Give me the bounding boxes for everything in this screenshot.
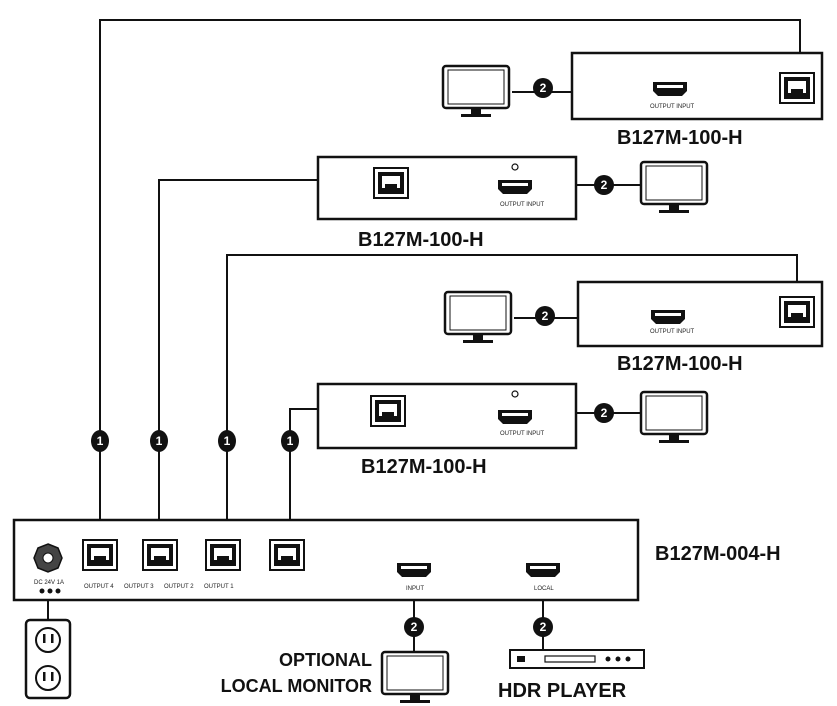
local-monitor-icon bbox=[380, 650, 450, 705]
svg-text:2: 2 bbox=[540, 81, 547, 95]
receiver-top-port-label: OUTPUT INPUT bbox=[650, 104, 695, 110]
local-port-label: LOCAL bbox=[534, 586, 554, 592]
local-hdmi-port bbox=[526, 563, 560, 577]
receiver-top-rj45-port bbox=[779, 72, 815, 104]
hdmi-cable-badge-icon: 2 bbox=[533, 78, 553, 98]
power-jack-icon bbox=[33, 543, 63, 573]
local-monitor-label: LOCAL MONITOR bbox=[221, 676, 372, 696]
output-1-port bbox=[269, 539, 305, 571]
receiver-3-hdmi-port bbox=[651, 310, 685, 324]
output-4-label: OUTPUT 4 bbox=[84, 584, 114, 590]
svg-text:2: 2 bbox=[540, 620, 547, 634]
receiver-4-port-label: OUTPUT INPUT bbox=[500, 431, 545, 437]
cat-cable-badge-icon: 1 bbox=[91, 430, 109, 452]
receiver-top: OUTPUT INPUT bbox=[570, 51, 824, 121]
svg-text:2: 2 bbox=[601, 178, 608, 192]
cable-output-4 bbox=[99, 19, 801, 528]
receiver-4: OUTPUT INPUT bbox=[316, 382, 578, 450]
output-4-port bbox=[82, 539, 118, 571]
cat-cable-badge-icon: 1 bbox=[218, 430, 236, 452]
receiver-top-hdmi-port bbox=[653, 82, 687, 96]
cable-output-3 bbox=[158, 179, 388, 528]
svg-text:2: 2 bbox=[601, 406, 608, 420]
cable-output-2 bbox=[226, 254, 798, 528]
receiver-3-label: B127M-100-H bbox=[617, 353, 743, 375]
transmitter-label: B127M-004-H bbox=[655, 543, 781, 565]
hdmi-cable-badge-icon: 2 bbox=[594, 403, 614, 423]
output-2-port bbox=[205, 539, 241, 571]
receiver-2-led-icon bbox=[511, 163, 519, 171]
receiver-4-label: B127M-100-H bbox=[361, 456, 487, 478]
input-port-label: INPUT bbox=[406, 586, 424, 592]
receiver-4-hdmi-port bbox=[498, 410, 532, 424]
receiver-3-port-label: OUTPUT INPUT bbox=[650, 329, 695, 335]
receiver-2-label: B127M-100-H bbox=[358, 229, 484, 251]
receiver-top-label: B127M-100-H bbox=[617, 127, 743, 149]
output-1-label: OUTPUT 1 bbox=[204, 584, 234, 590]
hdmi-cable-badge-icon: 2 bbox=[533, 617, 553, 637]
receiver-3-rj45-port bbox=[779, 296, 815, 328]
input-hdmi-port bbox=[397, 563, 431, 577]
receiver-4-led-icon bbox=[511, 390, 519, 398]
output-3-port bbox=[142, 539, 178, 571]
svg-text:2: 2 bbox=[411, 620, 418, 634]
receiver-2-port-label: OUTPUT INPUT bbox=[500, 202, 545, 208]
power-outlet-icon bbox=[24, 618, 72, 700]
svg-text:1: 1 bbox=[287, 434, 294, 448]
power-port-label: DC 24V 1A bbox=[34, 580, 64, 586]
svg-text:1: 1 bbox=[156, 434, 163, 448]
receiver-2: OUTPUT INPUT bbox=[316, 155, 578, 221]
monitor-2-icon bbox=[639, 160, 709, 215]
output-2-label: OUTPUT 2 bbox=[164, 584, 194, 590]
power-pins-icon bbox=[39, 588, 61, 594]
monitor-top-icon bbox=[441, 64, 511, 119]
receiver-4-rj45-port bbox=[370, 395, 406, 427]
cat-cable-badge-icon: 1 bbox=[281, 430, 299, 452]
receiver-2-hdmi-port bbox=[498, 180, 532, 194]
monitor-4-icon bbox=[639, 390, 709, 445]
output-3-label: OUTPUT 3 bbox=[124, 584, 154, 590]
hdr-player-label: HDR PLAYER bbox=[498, 680, 627, 702]
receiver-2-rj45-port bbox=[373, 167, 409, 199]
svg-text:2: 2 bbox=[542, 309, 549, 323]
monitor-3-icon bbox=[443, 290, 513, 345]
hdr-player-icon bbox=[509, 649, 645, 669]
transmitter: DC 24V 1A OUTPUT 4 OUTPUT 3 OUTPUT 2 OUT… bbox=[12, 518, 640, 602]
svg-text:1: 1 bbox=[97, 434, 104, 448]
optional-label: OPTIONAL bbox=[279, 650, 372, 670]
hdmi-cable-badge-icon: 2 bbox=[535, 306, 555, 326]
hdmi-cable-badge-icon: 2 bbox=[594, 175, 614, 195]
receiver-3: OUTPUT INPUT bbox=[576, 280, 824, 348]
cat-cable-badge-icon: 1 bbox=[150, 430, 168, 452]
hdmi-cable-badge-icon: 2 bbox=[404, 617, 424, 637]
svg-text:1: 1 bbox=[224, 434, 231, 448]
